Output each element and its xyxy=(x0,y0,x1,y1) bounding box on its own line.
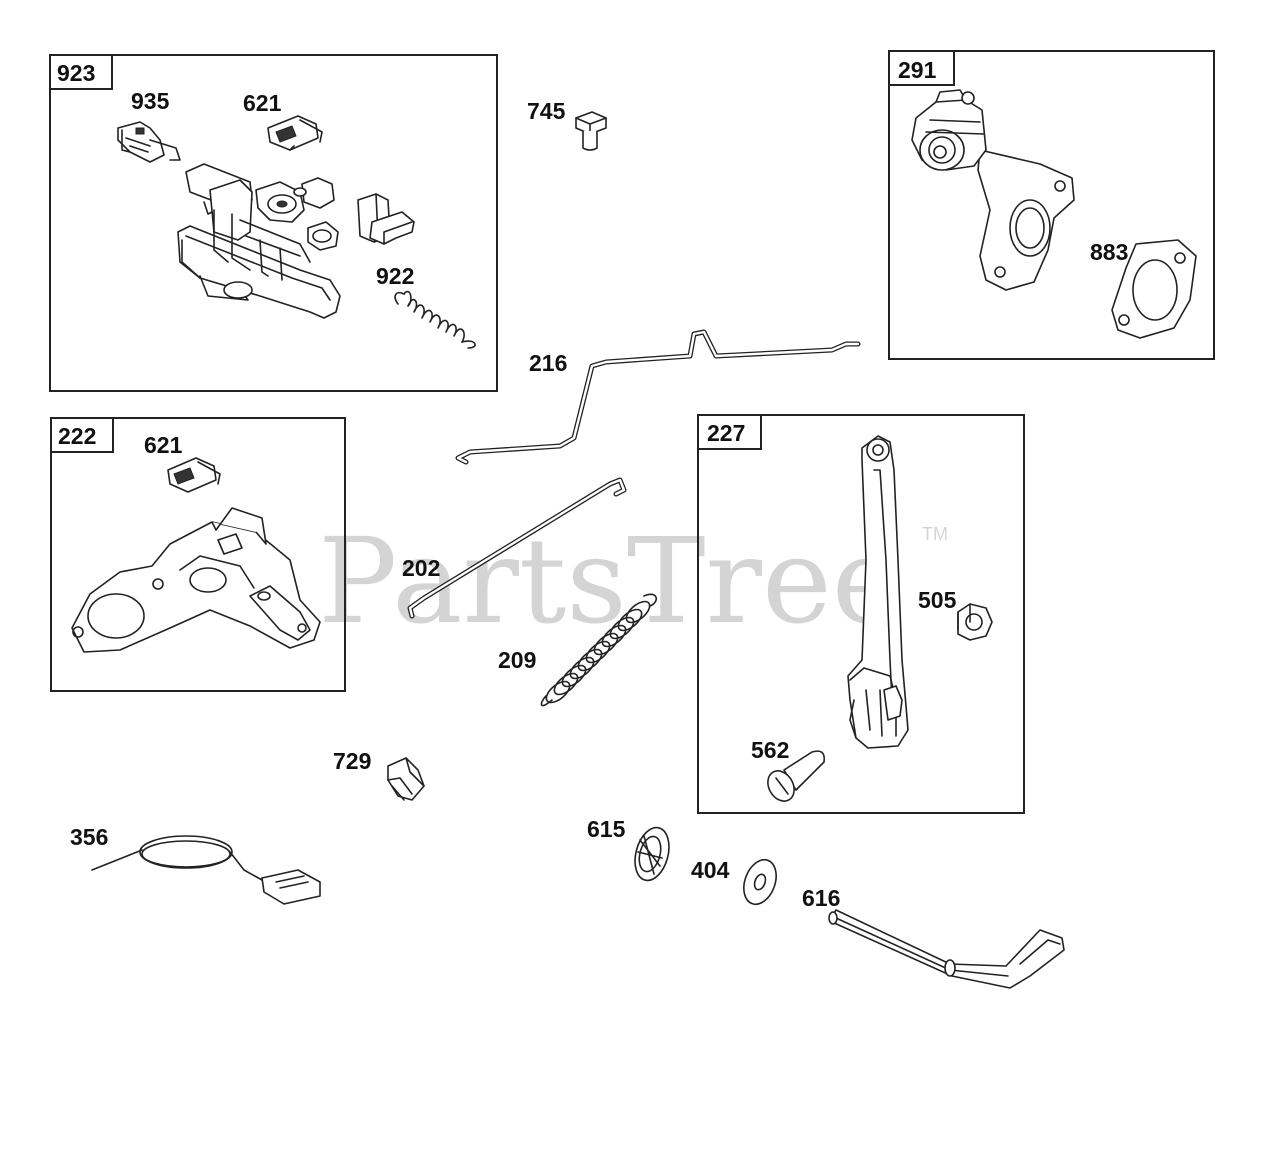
callout-616[interactable]: 616 xyxy=(802,885,840,911)
part-209-spring-icon[interactable] xyxy=(540,593,657,707)
part-621-a-clip-icon[interactable] xyxy=(267,115,323,151)
callout-291[interactable]: 291 xyxy=(898,57,937,83)
part-222-control-bracket-icon[interactable] xyxy=(71,507,321,653)
group-227-box: 227 xyxy=(697,414,1025,814)
callout-923[interactable]: 923 xyxy=(57,60,95,86)
callout-505[interactable]: 505 xyxy=(918,587,957,613)
group-291-box: 291 xyxy=(888,50,1215,360)
callout-621-b[interactable]: 621 xyxy=(144,432,183,458)
callout-935[interactable]: 935 xyxy=(131,88,170,114)
part-621-b-clip-icon[interactable] xyxy=(167,457,221,493)
callout-356[interactable]: 356 xyxy=(70,824,108,850)
callout-227[interactable]: 227 xyxy=(707,420,745,446)
callout-404[interactable]: 404 xyxy=(691,857,730,883)
callout-922[interactable]: 922 xyxy=(376,263,414,289)
part-615-bushing-icon[interactable] xyxy=(630,824,675,884)
callout-729[interactable]: 729 xyxy=(333,748,371,774)
part-505-nut-icon[interactable] xyxy=(957,603,993,641)
group-222-box: 222 xyxy=(50,417,346,692)
callout-883[interactable]: 883 xyxy=(1090,239,1128,265)
part-227-governor-lever-icon[interactable] xyxy=(847,435,909,749)
part-729-clip-icon[interactable] xyxy=(387,757,425,801)
watermark-text: PartsTree xyxy=(318,512,902,650)
part-291-carburetor-icon[interactable] xyxy=(911,89,1075,291)
part-922-spring-icon[interactable] xyxy=(394,290,476,349)
callout-621-a[interactable]: 621 xyxy=(243,90,282,116)
callout-222[interactable]: 222 xyxy=(58,423,96,449)
watermark-trademark: TM xyxy=(922,524,948,544)
part-356-wire-lead-icon[interactable] xyxy=(91,835,321,905)
part-562-pin-icon[interactable] xyxy=(763,750,826,806)
callout-209[interactable]: 209 xyxy=(498,647,536,673)
part-404-washer-icon[interactable] xyxy=(738,855,782,908)
part-935-switch-icon[interactable] xyxy=(117,121,181,163)
callout-562[interactable]: 562 xyxy=(751,737,789,763)
part-216-link-rod-icon[interactable] xyxy=(455,329,861,465)
callout-202[interactable]: 202 xyxy=(402,555,440,581)
callout-216[interactable]: 216 xyxy=(529,350,567,376)
callout-745[interactable]: 745 xyxy=(527,98,566,124)
part-202-link-rod-icon[interactable] xyxy=(407,477,627,619)
callout-615[interactable]: 615 xyxy=(587,816,626,842)
part-616-governor-shaft-icon[interactable] xyxy=(828,909,1065,989)
part-745-bolt-icon[interactable] xyxy=(575,111,607,151)
group-923-box: 923 xyxy=(49,54,498,392)
part-883-gasket-icon[interactable] xyxy=(1111,239,1197,339)
part-governor-control-assembly-icon[interactable] xyxy=(177,163,341,319)
part-block-bracket-icon[interactable] xyxy=(357,193,415,245)
